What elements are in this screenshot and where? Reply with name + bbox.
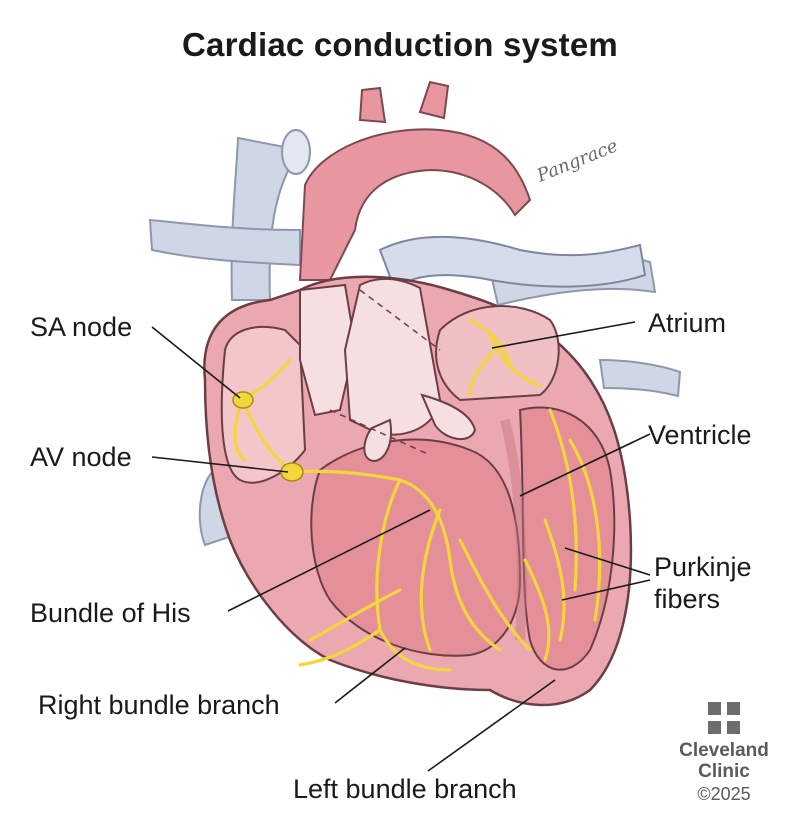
diagram-title: Cardiac conduction system bbox=[182, 26, 618, 63]
leader-lines bbox=[151, 321, 651, 772]
cleveland-clinic-logo-icon bbox=[708, 702, 740, 734]
label-bundle-of-his: Bundle of His bbox=[30, 598, 191, 628]
label-av-node: AV node bbox=[30, 442, 132, 472]
conduction-pathways bbox=[233, 318, 602, 672]
aorta bbox=[298, 80, 532, 281]
cleveland-clinic-logo: Cleveland Clinic ©2025 bbox=[668, 702, 780, 806]
pulmonary-artery bbox=[378, 235, 647, 292]
label-left-bundle-branch: Left bundle branch bbox=[293, 774, 517, 804]
label-ventricle: Ventricle bbox=[648, 420, 752, 450]
label-atrium: Atrium bbox=[648, 308, 727, 338]
left-atrium-chamber bbox=[435, 305, 560, 402]
valves bbox=[299, 277, 477, 462]
brand-line2: Clinic bbox=[698, 761, 750, 782]
label-purkinje-line2: fibers bbox=[654, 584, 721, 614]
label-purkinje-line1: Purkinje bbox=[654, 552, 752, 582]
copyright-text: ©2025 bbox=[697, 784, 751, 804]
label-right-bundle-branch: Right bundle branch bbox=[38, 690, 280, 720]
brand-line1: Cleveland bbox=[679, 740, 769, 761]
svc-opening bbox=[281, 129, 311, 175]
artist-signature: Pangrace bbox=[533, 135, 621, 187]
interventricular-septum bbox=[500, 418, 527, 641]
label-sa-node: SA node bbox=[30, 312, 133, 342]
